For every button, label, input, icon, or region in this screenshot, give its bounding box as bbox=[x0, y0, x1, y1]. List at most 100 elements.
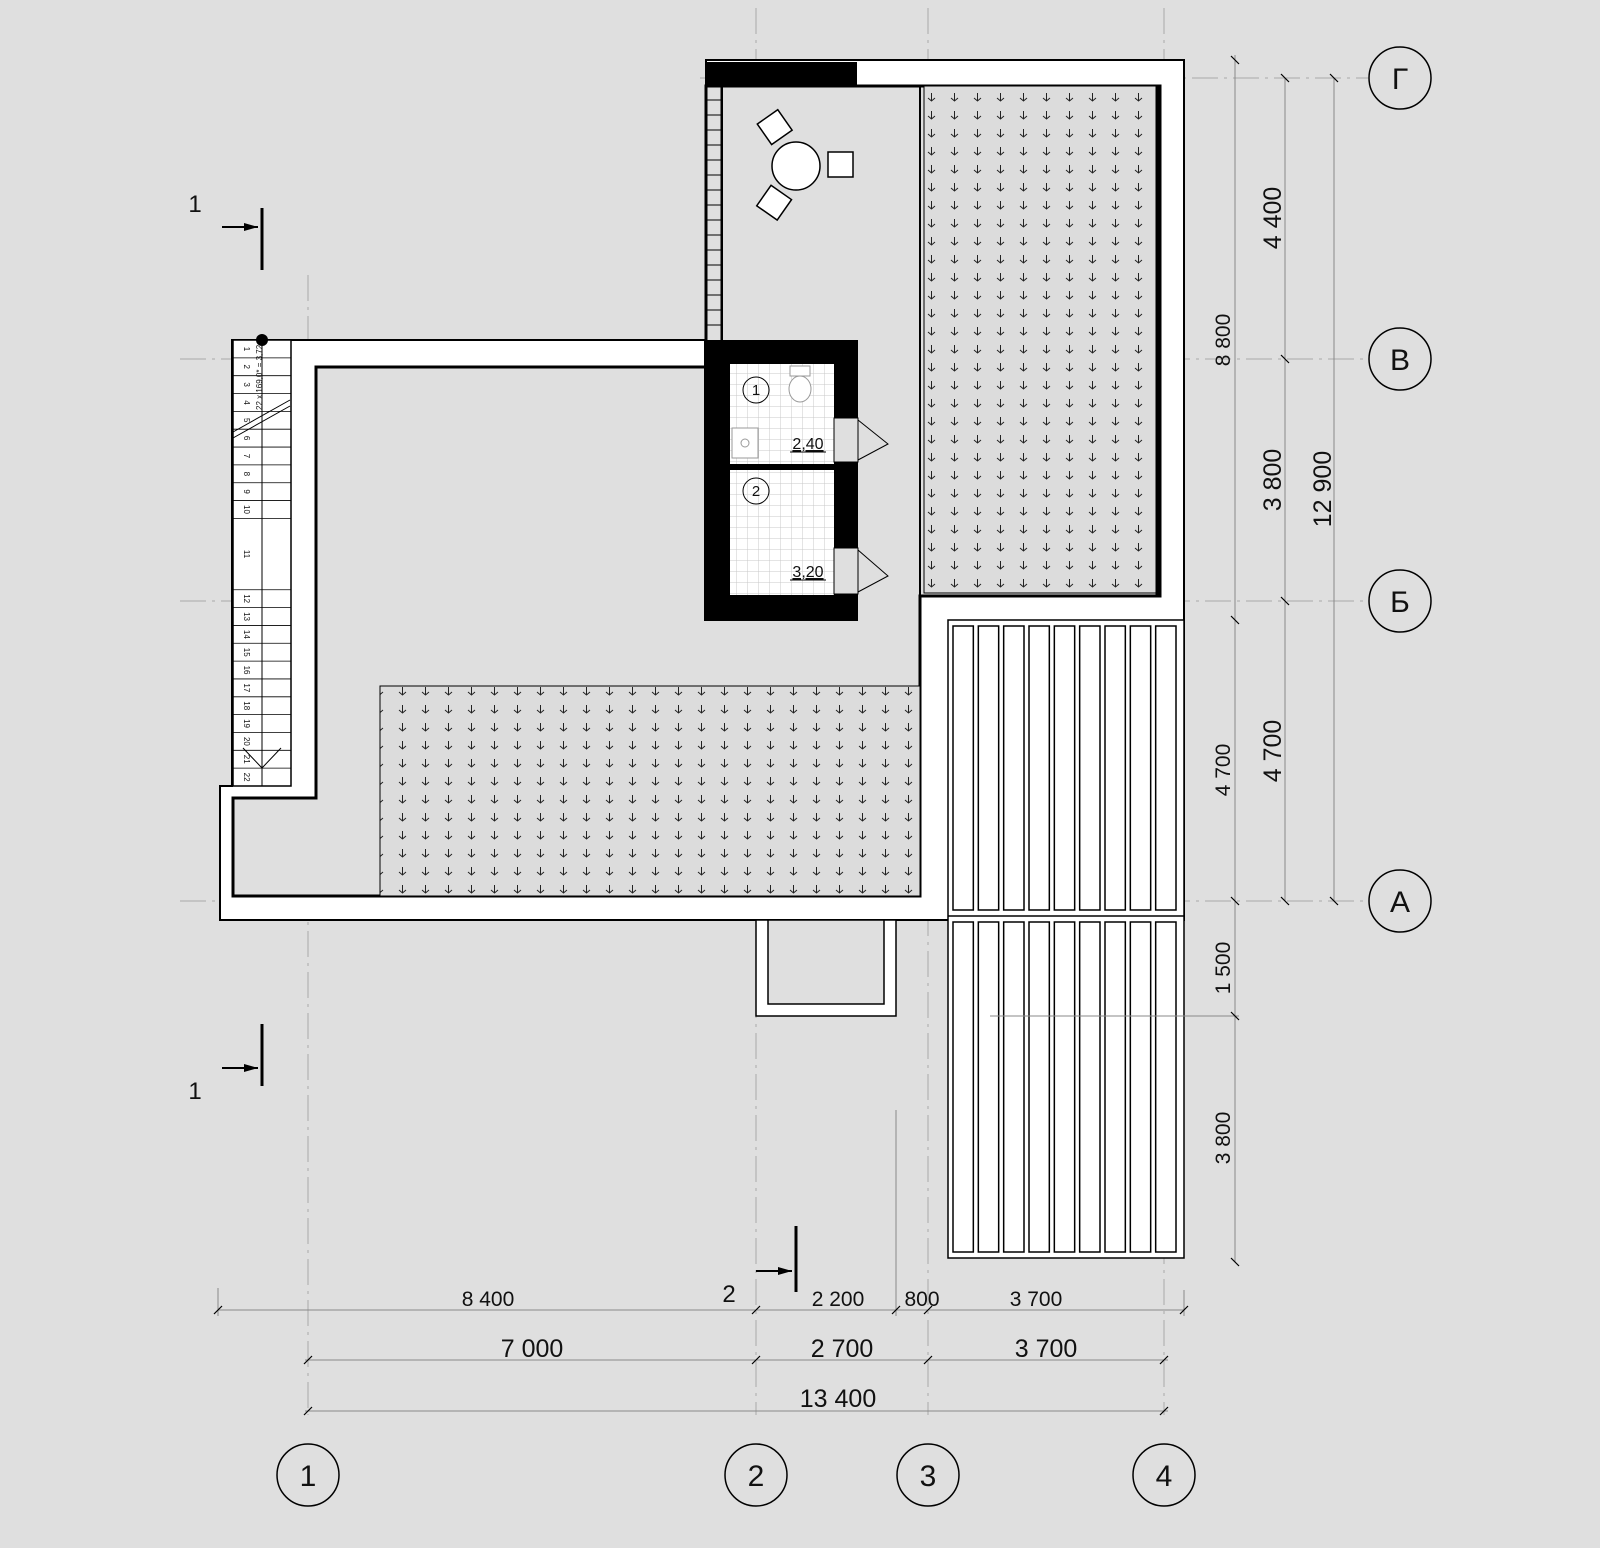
wooden-deck bbox=[947, 619, 1185, 1259]
dim-right-outer-2: 4 700 bbox=[1212, 744, 1235, 797]
stair-step-number: 13 bbox=[242, 612, 251, 621]
stair-step-number: 22 bbox=[242, 773, 251, 782]
dim-right-outer-4: 3 800 bbox=[1212, 1112, 1235, 1165]
room-2-number: 2 bbox=[752, 483, 760, 500]
deck-board bbox=[977, 921, 1000, 1253]
dim-right-total: 12 900 bbox=[1309, 451, 1337, 527]
stair-step-number: 7 bbox=[242, 454, 251, 459]
dim-bottom-outer-4: 3 700 bbox=[1010, 1288, 1063, 1311]
deck-board bbox=[1104, 921, 1127, 1253]
stair-note: 22 x 169,0* = 3,72 bbox=[255, 344, 264, 410]
stair-step-number: 5 bbox=[242, 418, 251, 423]
axis-bubble-row-g: Г bbox=[1368, 46, 1432, 110]
dim-right-axes-1: 4 400 bbox=[1259, 187, 1287, 250]
railing-ticks bbox=[706, 99, 721, 326]
section-1-top: 1 bbox=[188, 191, 264, 270]
deck-board bbox=[1028, 625, 1051, 911]
deck-board bbox=[977, 625, 1000, 911]
deck-board bbox=[1104, 625, 1127, 911]
deck-board bbox=[1053, 625, 1076, 911]
stair-step-number: 2 bbox=[242, 365, 251, 370]
stair-start-dot bbox=[256, 334, 268, 346]
deck-board bbox=[1129, 625, 1152, 911]
stair-step-number: 4 bbox=[242, 400, 251, 405]
section-2: 2 bbox=[722, 1226, 798, 1308]
svg-text:1: 1 bbox=[188, 191, 201, 218]
stair-step-number: 17 bbox=[242, 683, 251, 692]
bottom-dimension-ticks bbox=[213, 1305, 1189, 1416]
bottom-dimensions bbox=[217, 1110, 1185, 1412]
svg-text:1: 1 bbox=[188, 1078, 201, 1105]
right-dimensions bbox=[990, 55, 1335, 1262]
room-1-area: 2,40 bbox=[792, 436, 823, 453]
right-dimension-ticks bbox=[1230, 55, 1339, 1267]
deck-board bbox=[1078, 921, 1101, 1253]
chair bbox=[756, 108, 794, 146]
svg-text:Г: Г bbox=[1392, 63, 1408, 96]
deck-board bbox=[1002, 625, 1025, 911]
dim-bottom-axes-1: 7 000 bbox=[501, 1335, 564, 1363]
sink-icon bbox=[731, 427, 759, 459]
deck-board bbox=[1028, 921, 1051, 1253]
dim-bottom-outer-2: 2 200 bbox=[812, 1288, 865, 1311]
chair bbox=[827, 151, 854, 178]
dim-bottom-outer-3: 800 bbox=[904, 1288, 939, 1311]
svg-text:3: 3 bbox=[920, 1460, 937, 1493]
green-roof-lower bbox=[379, 685, 921, 897]
room-2: 2 3,20 bbox=[742, 477, 826, 581]
svg-text:1: 1 bbox=[300, 1460, 317, 1493]
dim-right-axes-3: 4 700 bbox=[1259, 720, 1287, 783]
table-with-chairs bbox=[755, 108, 854, 222]
entrance-canopy bbox=[755, 919, 897, 1017]
stair-step-number: 15 bbox=[242, 648, 251, 657]
chair bbox=[755, 184, 793, 222]
axis-bubble-col-4: 4 bbox=[1132, 1443, 1196, 1507]
axis-bubble-row-a: А bbox=[1368, 869, 1432, 933]
stair-step-number: 20 bbox=[242, 737, 251, 746]
room-1: 1 2,40 bbox=[742, 376, 826, 453]
axis-bubble-col-1: 1 bbox=[276, 1443, 340, 1507]
stair-step-number: 9 bbox=[242, 489, 251, 494]
deck-board bbox=[1154, 625, 1177, 911]
dim-right-axes-2: 3 800 bbox=[1259, 449, 1287, 512]
dim-bottom-axes-3: 3 700 bbox=[1015, 1335, 1078, 1363]
round-table bbox=[771, 141, 821, 191]
stair-step-number: 8 bbox=[242, 472, 251, 477]
dim-bottom-axes-2: 2 700 bbox=[811, 1335, 874, 1363]
deck-board bbox=[1053, 921, 1076, 1253]
green-roof-upper bbox=[919, 85, 1159, 596]
stair-step-number: 11 bbox=[242, 550, 251, 559]
deck-board bbox=[1002, 921, 1025, 1253]
svg-text:4: 4 bbox=[1156, 1460, 1173, 1493]
stair-step-number: 18 bbox=[242, 701, 251, 710]
stair-step-number: 6 bbox=[242, 436, 251, 441]
toilet-icon bbox=[788, 365, 812, 403]
svg-text:2: 2 bbox=[722, 1281, 735, 1308]
deck-board bbox=[1129, 921, 1152, 1253]
deck-board bbox=[952, 921, 975, 1253]
stair-step-number: 3 bbox=[242, 382, 251, 387]
svg-text:Б: Б bbox=[1390, 586, 1410, 619]
dim-right-outer-3: 1 500 bbox=[1212, 942, 1235, 995]
axis-bubble-row-b: Б bbox=[1368, 569, 1432, 633]
dim-bottom-outer-1: 8 400 bbox=[462, 1288, 515, 1311]
axis-bubble-col-3: 3 bbox=[896, 1443, 960, 1507]
room-1-number: 1 bbox=[752, 382, 760, 399]
svg-text:2: 2 bbox=[748, 1460, 765, 1493]
deck-board bbox=[1078, 625, 1101, 911]
dim-right-outer-1: 8 800 bbox=[1212, 314, 1235, 367]
dim-bottom-total: 13 400 bbox=[800, 1385, 876, 1413]
room-2-area: 3,20 bbox=[792, 564, 823, 581]
stair-step-number: 1 bbox=[242, 347, 251, 352]
deck-board bbox=[952, 625, 975, 911]
stair-step-number: 14 bbox=[242, 630, 251, 639]
svg-text:А: А bbox=[1390, 886, 1410, 919]
axis-bubble-row-v: В bbox=[1368, 327, 1432, 391]
stair-step-number: 16 bbox=[242, 666, 251, 675]
section-1-bottom: 1 bbox=[188, 1024, 264, 1105]
deck-board bbox=[1154, 921, 1177, 1253]
service-block bbox=[704, 340, 889, 621]
stair-step-number: 19 bbox=[242, 719, 251, 728]
